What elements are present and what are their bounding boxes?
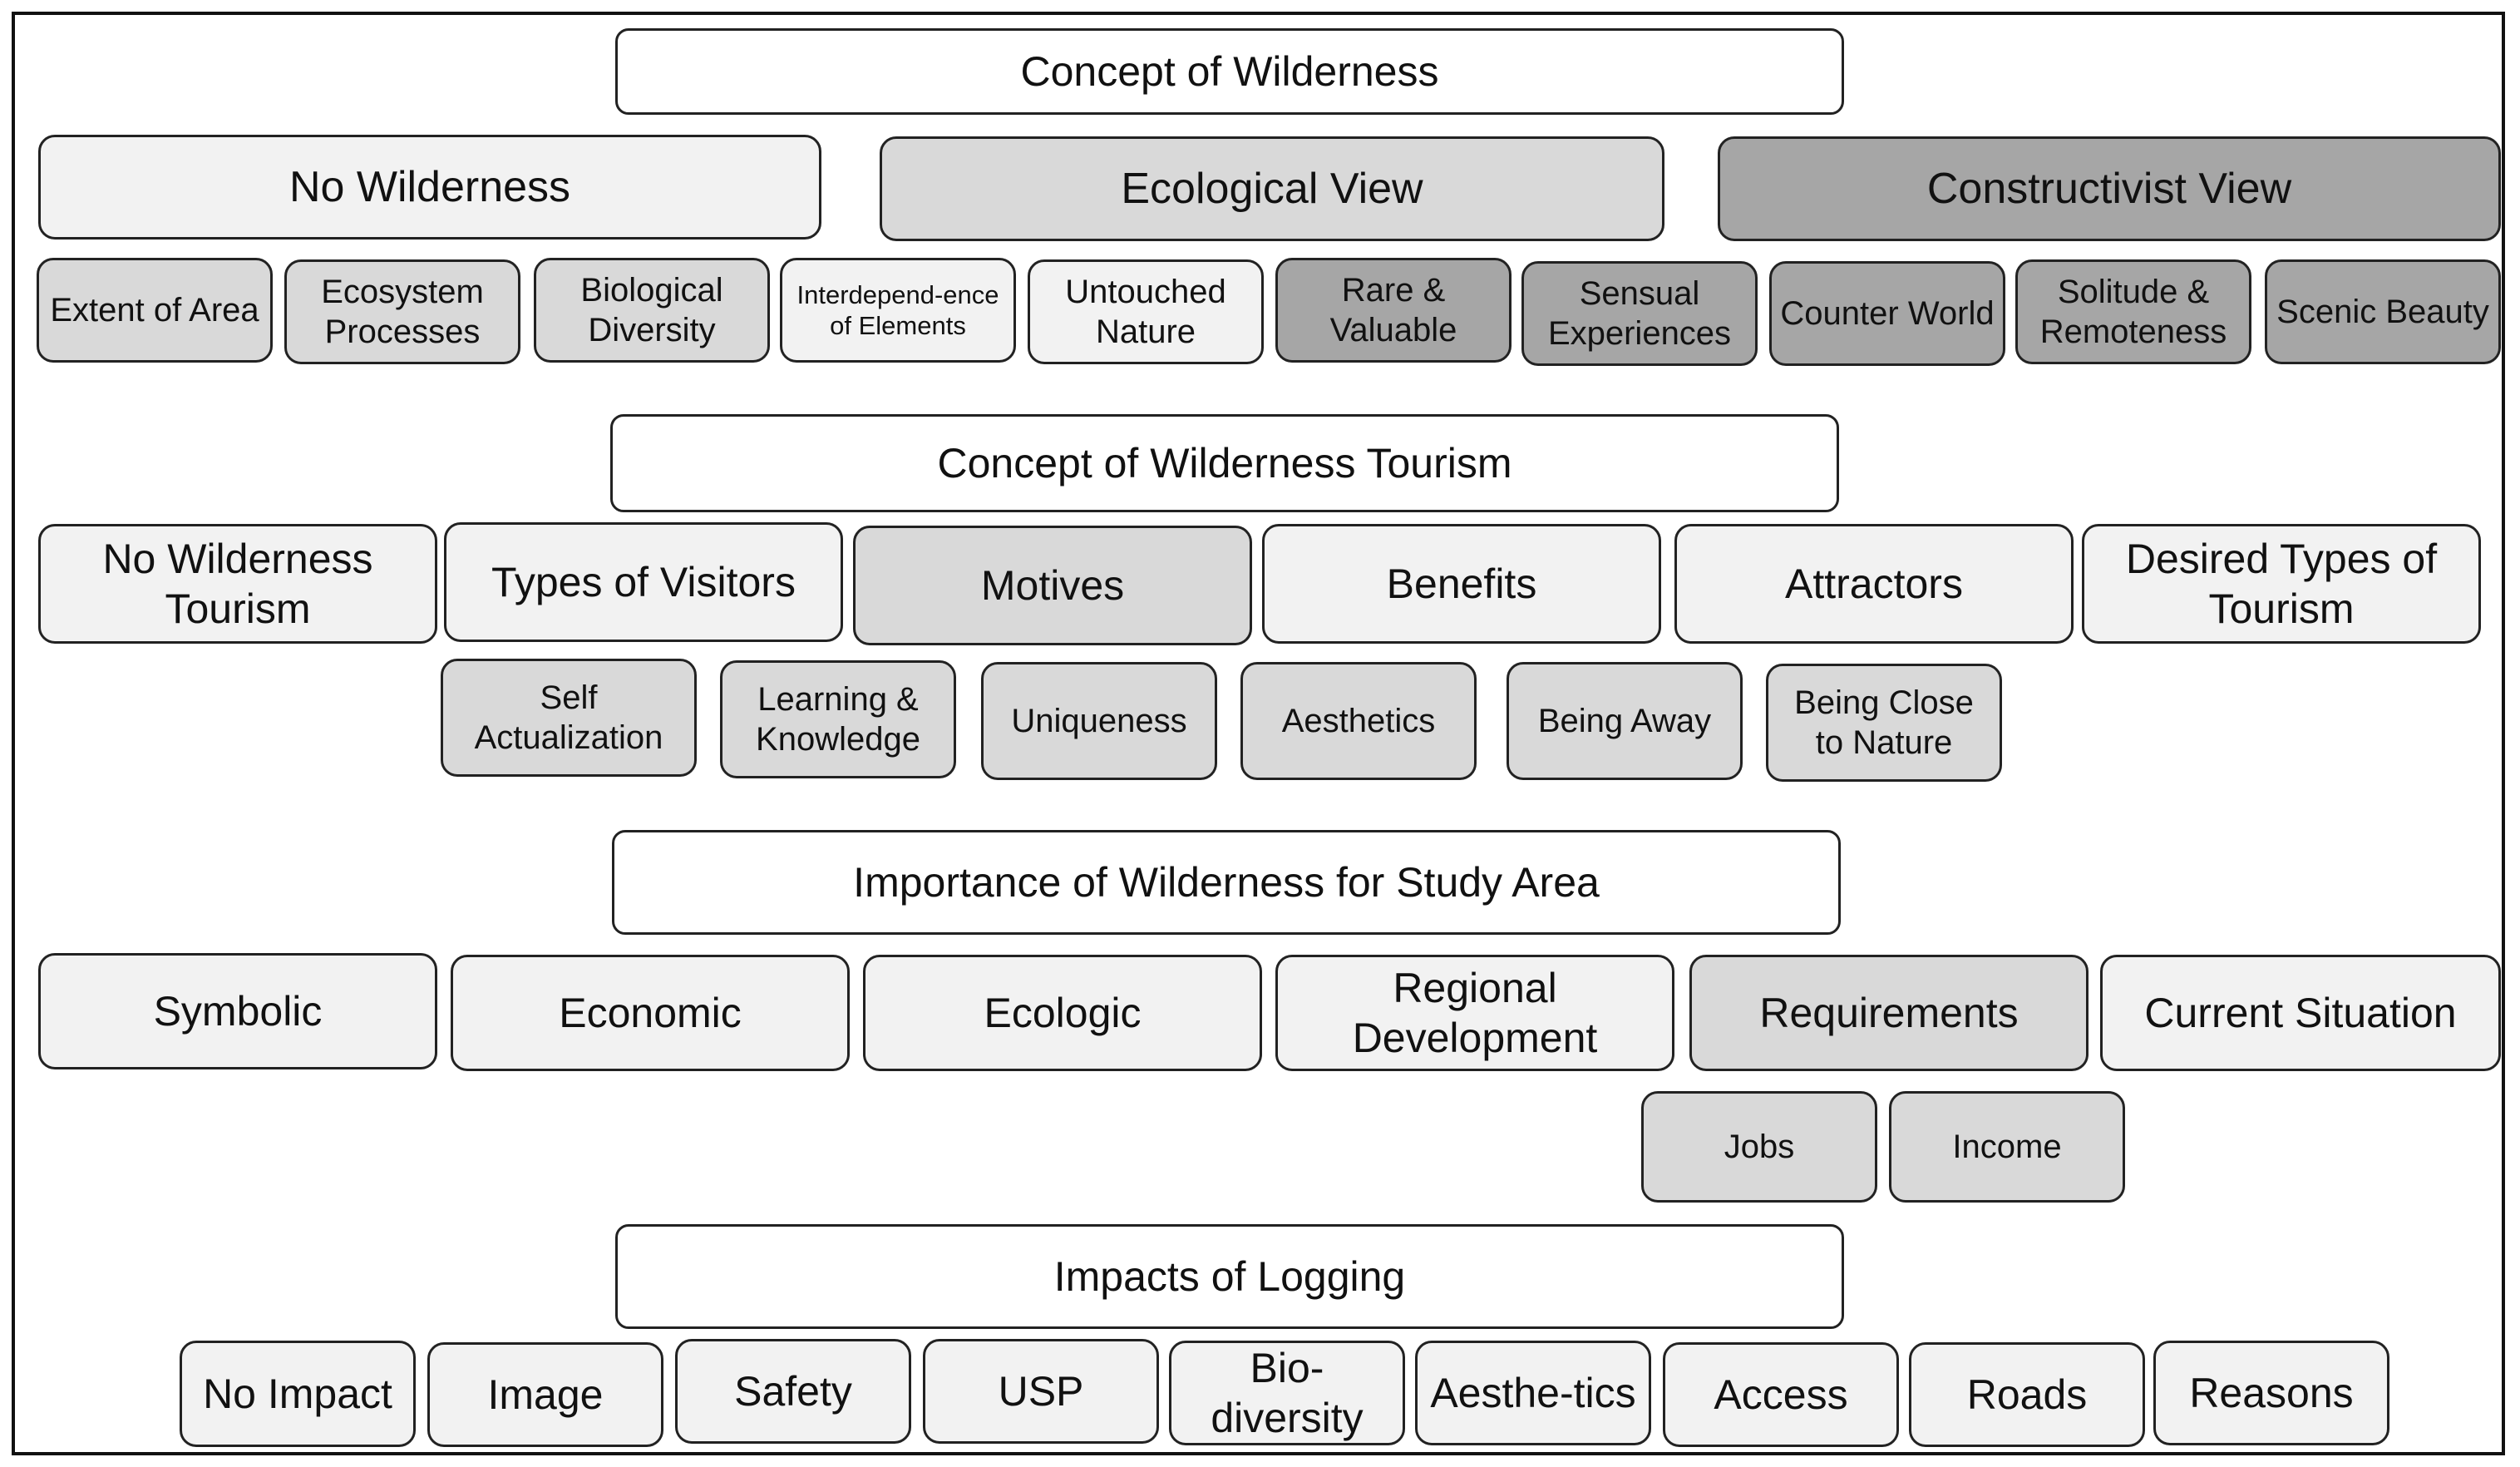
- sub-jobs: Jobs: [1641, 1091, 1877, 1203]
- heading-concept-of-wilderness: Concept of Wilderness: [615, 28, 1844, 115]
- category-economic: Economic: [451, 955, 850, 1071]
- sub-interdependence-of-elements: Interdepend-ence of Elements: [780, 258, 1016, 363]
- impact-roads: Roads: [1909, 1342, 2145, 1447]
- impact-usp: USP: [923, 1339, 1159, 1444]
- category-current-situation: Current Situation: [2100, 955, 2501, 1071]
- category-attractors: Attractors: [1674, 524, 2074, 644]
- sub-solitude-and-remoteness: Solitude & Remoteness: [2015, 259, 2251, 364]
- category-ecological-view: Ecological View: [880, 136, 1664, 241]
- sub-being-away: Being Away: [1507, 662, 1743, 780]
- category-benefits: Benefits: [1262, 524, 1661, 644]
- sub-biological-diversity: Biological Diversity: [534, 258, 770, 363]
- heading-concept-of-wilderness-tourism: Concept of Wilderness Tourism: [610, 414, 1839, 512]
- sub-income: Income: [1889, 1091, 2125, 1203]
- category-regional-development: Regional Development: [1275, 955, 1674, 1071]
- category-types-of-visitors: Types of Visitors: [444, 522, 843, 642]
- impact-access: Access: [1663, 1342, 1899, 1447]
- sub-untouched-nature: Untouched Nature: [1028, 259, 1264, 364]
- category-symbolic: Symbolic: [38, 953, 437, 1069]
- sub-aesthetics: Aesthetics: [1240, 662, 1477, 780]
- heading-importance-of-wilderness: Importance of Wilderness for Study Area: [612, 830, 1841, 935]
- sub-counter-world: Counter World: [1769, 261, 2005, 366]
- category-no-wilderness-tourism: No Wilderness Tourism: [38, 524, 437, 644]
- category-motives: Motives: [853, 526, 1252, 645]
- heading-impacts-of-logging: Impacts of Logging: [615, 1224, 1844, 1329]
- impact-safety: Safety: [675, 1339, 911, 1444]
- category-ecologic: Ecologic: [863, 955, 1262, 1071]
- category-constructivist-view: Constructivist View: [1718, 136, 2501, 241]
- impact-biodiversity: Bio-diversity: [1169, 1341, 1405, 1445]
- impact-image: Image: [427, 1342, 663, 1447]
- sub-being-close-to-nature: Being Close to Nature: [1766, 664, 2002, 782]
- sub-learning-and-knowledge: Learning & Knowledge: [720, 660, 956, 778]
- category-requirements: Requirements: [1689, 955, 2088, 1071]
- impact-no-impact: No Impact: [180, 1341, 416, 1447]
- sub-sensual-experiences: Sensual Experiences: [1521, 261, 1758, 366]
- sub-extent-of-area: Extent of Area: [37, 258, 273, 363]
- impact-reasons: Reasons: [2153, 1341, 2389, 1445]
- impact-aesthetics: Aesthe-tics: [1415, 1341, 1651, 1445]
- sub-scenic-beauty: Scenic Beauty: [2265, 259, 2501, 364]
- category-desired-types-of-tourism: Desired Types of Tourism: [2082, 524, 2481, 644]
- sub-uniqueness: Uniqueness: [981, 662, 1217, 780]
- sub-rare-and-valuable: Rare & Valuable: [1275, 258, 1512, 363]
- category-no-wilderness: No Wilderness: [38, 135, 821, 240]
- sub-ecosystem-processes: Ecosystem Processes: [284, 259, 520, 364]
- sub-self-actualization: Self Actualization: [441, 659, 697, 777]
